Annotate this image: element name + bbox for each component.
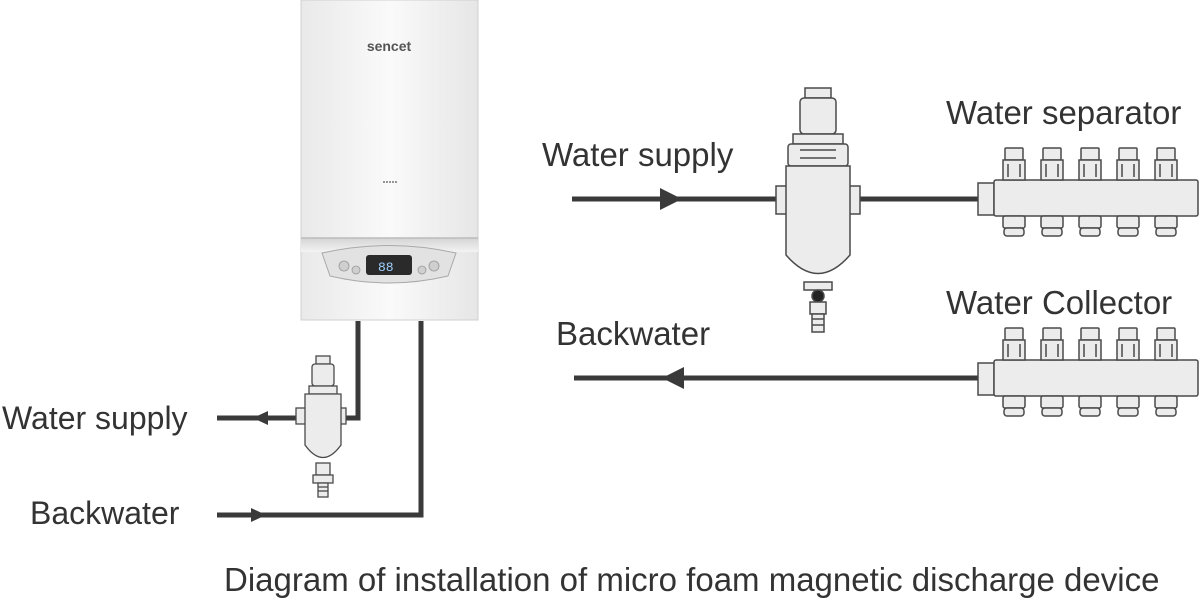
boiler-brand-logo: sencet [367, 38, 412, 54]
manifold-valve-icon [1154, 327, 1178, 361]
water-separator-label: Water separator [946, 94, 1182, 131]
panel-button-icon [338, 260, 350, 272]
manifold-valve-icon [1002, 327, 1026, 361]
manifold-outlet-icon [1078, 215, 1102, 237]
left-backwater-arrow-icon [251, 508, 266, 522]
panel-display-digits: 88 [378, 260, 394, 275]
manifold-outlet-icon [1078, 395, 1102, 417]
manifold-valve-icon [1116, 147, 1140, 181]
manifold-outlet-icon [1040, 215, 1064, 237]
left-backwater-label: Backwater [30, 495, 180, 531]
boiler-control-panel: 88 [321, 245, 457, 284]
boiler-indicator-dots [383, 181, 397, 183]
panel-display-screen [366, 255, 412, 275]
manifold-outlet-icon [1116, 395, 1140, 417]
manifold-valve-icon [1154, 147, 1178, 181]
right-backwater-label: Backwater [556, 315, 711, 352]
left-water-supply-label: Water supply [2, 400, 188, 436]
manifold-outlet-icon [1154, 215, 1178, 237]
left-supply-arrow-icon [253, 411, 268, 425]
manifold-outlet-icon [1116, 215, 1140, 237]
manifold-valve-icon [1040, 327, 1064, 361]
boiler-unit: sencet 88 [300, 0, 479, 321]
manifold-valve-icon [1078, 147, 1102, 181]
manifold-valve-icon [1002, 147, 1026, 181]
large-degasser-device [775, 87, 861, 333]
manifold-outlet-icon [1154, 395, 1178, 417]
small-degasser-device [295, 355, 347, 498]
manifold-outlet-icon [1002, 395, 1026, 417]
manifold-valve-icon [1040, 147, 1064, 181]
right-supply-arrow-icon [660, 188, 682, 210]
diagram-caption: Diagram of installation of micro foam ma… [224, 561, 1160, 598]
manifold-valve-icon [1116, 327, 1140, 361]
panel-button-icon [428, 260, 440, 272]
manifold-valve-icon [1078, 327, 1102, 361]
water-separator-manifold [977, 147, 1199, 237]
manifold-outlet-icon [1040, 395, 1064, 417]
water-collector-manifold [977, 327, 1199, 417]
panel-button-icon [351, 265, 361, 275]
right-water-supply-label: Water supply [542, 136, 734, 173]
manifold-outlet-icon [1002, 215, 1026, 237]
boiler-outlet-pipe [346, 321, 361, 421]
right-backwater-arrow-icon [662, 367, 684, 389]
water-collector-label: Water Collector [946, 284, 1173, 321]
panel-button-icon [417, 265, 427, 275]
left-backwater-pipe [217, 321, 424, 518]
